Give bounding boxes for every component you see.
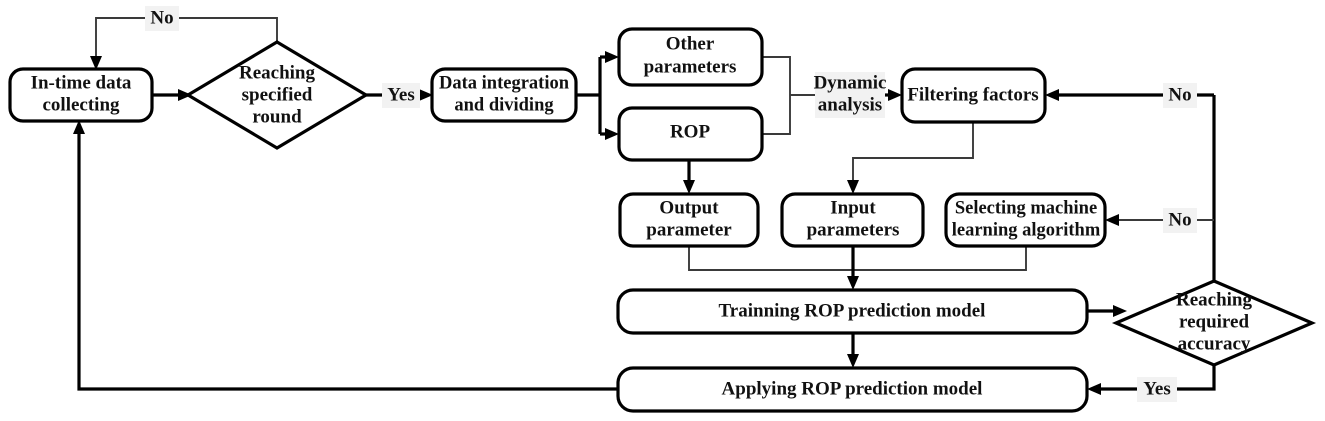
node-output-parameter-line1: Output bbox=[659, 197, 719, 218]
edge-label-yes-specified-round-text: Yes bbox=[387, 84, 414, 105]
edge-label-no-selecting-algorithm-text: No bbox=[1168, 209, 1191, 230]
node-selecting-algorithm-line1: Selecting machine bbox=[955, 198, 1097, 218]
edge-no-bus-right bbox=[1045, 89, 1216, 281]
edge-label-yes-specified-round-bg bbox=[382, 83, 420, 108]
node-applying-model-box[interactable] bbox=[616, 366, 1089, 413]
node-input-parameters[interactable]: Input parameters bbox=[780, 192, 925, 248]
node-rop-box[interactable] bbox=[617, 106, 764, 162]
node-in-time-data-collecting[interactable]: In-time data collecting bbox=[8, 67, 154, 123]
node-output-parameter[interactable]: Output parameter bbox=[618, 192, 760, 248]
edge-label-no-filtering-factors-text: No bbox=[1168, 84, 1191, 105]
edge-label-yes-specified-round: Yes bbox=[382, 83, 420, 108]
edge-integration-split bbox=[576, 51, 619, 140]
node-trainning-rop-prediction-model[interactable]: Trainning ROP prediction model bbox=[616, 288, 1089, 335]
edge-label-yes-accuracy: Yes bbox=[1137, 377, 1177, 402]
edge-filtering-to-input bbox=[847, 122, 974, 194]
node-reaching-required-accuracy-line2: required bbox=[1179, 311, 1249, 332]
node-applying-rop-prediction-model[interactable]: Applying ROP prediction model bbox=[616, 366, 1089, 413]
node-input-parameters-box[interactable] bbox=[780, 192, 925, 248]
node-in-time-data-collecting-line2: collecting bbox=[42, 94, 120, 115]
node-output-parameter-box[interactable] bbox=[618, 192, 760, 248]
node-dynamic-analysis: Dynamic analysis bbox=[814, 72, 887, 118]
node-other-parameters-line2: parameters bbox=[644, 56, 737, 77]
node-data-integration-line2: and dividing bbox=[454, 95, 554, 115]
node-filtering-factors[interactable]: Filtering factors bbox=[900, 67, 1047, 124]
node-other-parameters-line1: Other bbox=[666, 33, 715, 54]
edge-applying-feedback-to-collecting bbox=[73, 120, 618, 391]
edge-label-no-top-left-text: No bbox=[150, 7, 173, 28]
node-selecting-algorithm-line2: learning algorithm bbox=[952, 220, 1101, 240]
node-data-integration-line1: Data integration bbox=[439, 73, 570, 93]
node-selecting-machine-learning-algorithm[interactable]: Selecting machine learning algorithm bbox=[944, 192, 1107, 248]
node-rop-line1: ROP bbox=[670, 121, 711, 142]
node-applying-model-line1: Applying ROP prediction model bbox=[722, 378, 983, 399]
node-filtering-factors-line1: Filtering factors bbox=[907, 84, 1038, 105]
edge-params-merge-to-dynamic bbox=[762, 56, 818, 135]
node-output-parameter-line2: parameter bbox=[646, 219, 732, 240]
edge-accuracy-yes-to-applying bbox=[1087, 365, 1216, 395]
node-rop[interactable]: ROP bbox=[617, 106, 764, 162]
node-data-integration-box[interactable] bbox=[430, 67, 578, 123]
node-trainning-model-line1: Trainning ROP prediction model bbox=[719, 300, 986, 321]
node-filtering-factors-box[interactable] bbox=[900, 67, 1047, 124]
node-other-parameters[interactable]: Other parameters bbox=[617, 27, 764, 87]
edge-no-top-left bbox=[90, 17, 278, 70]
edge-trainning-to-applying bbox=[847, 333, 859, 368]
node-input-parameters-line1: Input bbox=[830, 197, 876, 218]
node-reaching-required-accuracy-diamond[interactable] bbox=[1111, 279, 1317, 367]
node-dynamic-analysis-line1: Dynamic bbox=[814, 72, 887, 93]
node-reaching-specified-round-line3: round bbox=[252, 106, 302, 127]
node-trainning-model-box[interactable] bbox=[616, 288, 1089, 335]
edge-label-no-top-left: No bbox=[145, 6, 179, 31]
edge-label-no-filtering-factors-bg bbox=[1163, 83, 1197, 108]
node-reaching-required-accuracy-line1: Reaching bbox=[1176, 289, 1253, 310]
edge-label-yes-accuracy-text: Yes bbox=[1143, 378, 1170, 399]
node-selecting-algorithm-box[interactable] bbox=[944, 192, 1107, 248]
node-reaching-specified-round-line1: Reaching bbox=[239, 62, 316, 83]
node-reaching-required-accuracy[interactable]: Reaching required accuracy bbox=[1111, 279, 1317, 367]
node-other-parameters-box[interactable] bbox=[617, 27, 764, 87]
edge-label-no-filtering-factors: No bbox=[1163, 83, 1197, 108]
node-dynamic-analysis-line2: analysis bbox=[818, 94, 882, 115]
node-reaching-required-accuracy-line3: accuracy bbox=[1178, 333, 1251, 354]
edge-label-yes-accuracy-bg bbox=[1137, 377, 1177, 402]
node-input-parameters-line2: parameters bbox=[807, 219, 900, 240]
node-reaching-specified-round[interactable]: Reaching specified round bbox=[184, 40, 370, 150]
edge-label-no-top-left-bg bbox=[145, 6, 179, 31]
node-data-integration-and-dividing[interactable]: Data integration and dividing bbox=[430, 67, 578, 123]
node-dynamic-analysis-bg bbox=[815, 72, 885, 118]
edge-label-no-selecting-algorithm: No bbox=[1163, 208, 1197, 233]
edge-label-no-selecting-algorithm-bg bbox=[1163, 208, 1197, 233]
edge-three-merge-to-trainning bbox=[688, 246, 1027, 290]
node-in-time-data-collecting-line1: In-time data bbox=[31, 72, 132, 93]
node-in-time-data-collecting-box[interactable] bbox=[8, 67, 154, 123]
node-reaching-specified-round-line2: specified bbox=[242, 84, 313, 105]
edge-trainning-to-accuracy bbox=[1087, 305, 1127, 317]
edge-rop-to-output bbox=[683, 160, 695, 194]
node-reaching-specified-round-diamond[interactable] bbox=[184, 40, 370, 150]
